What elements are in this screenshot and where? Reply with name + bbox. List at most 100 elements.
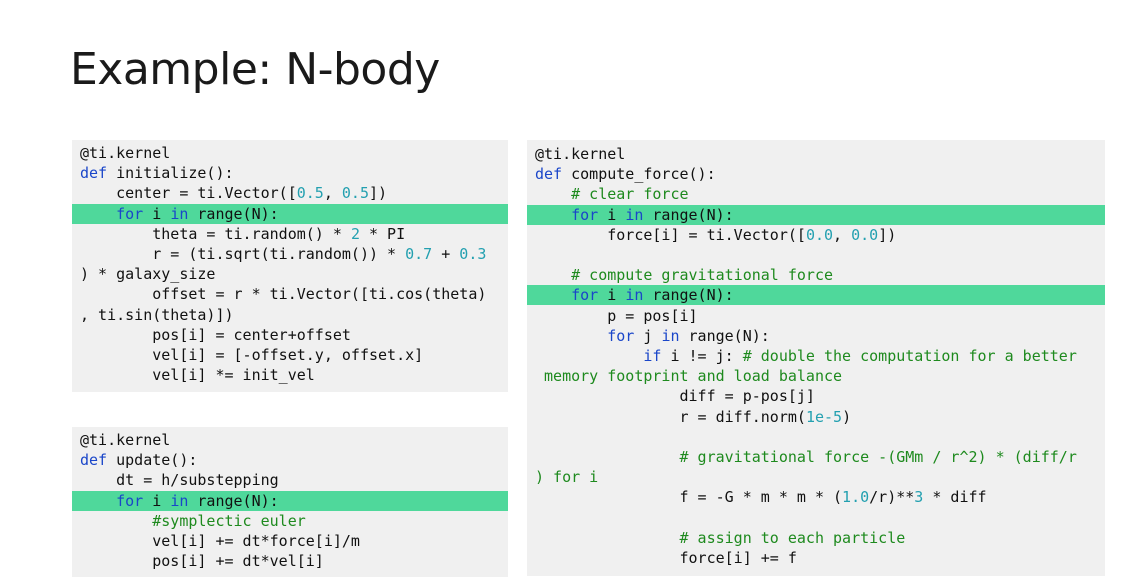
code-text: i: [598, 286, 626, 305]
code-keyword: for: [116, 491, 144, 510]
code-keyword: if: [643, 347, 662, 365]
code-comment: # compute gravitational force: [535, 266, 834, 285]
code-text: theta = ti.random() *: [80, 224, 351, 243]
code-number: 0.5: [341, 184, 369, 203]
code-line: memory footprint and load balance: [527, 366, 1105, 386]
code-text: initialize():: [107, 164, 234, 183]
highlighted-code-line: for i in range(N):: [72, 490, 508, 511]
highlighted-code-line: for i in range(N):: [527, 285, 1105, 306]
code-text: p = pos[i]: [535, 306, 698, 325]
code-text: compute_force():: [562, 165, 716, 184]
code-text: f = -G * m * m * (: [535, 488, 843, 507]
code-text: vel[i] *= init_vel: [80, 366, 315, 385]
code-line: # clear force: [527, 184, 1105, 204]
code-line: pos[i] = center+offset: [72, 325, 508, 345]
code-text: @ti.kernel: [535, 145, 626, 163]
code-keyword: for: [571, 205, 599, 224]
code-text: dt = h/substepping: [80, 471, 279, 490]
code-text: i: [598, 205, 626, 224]
code-comment: # clear force: [535, 185, 689, 204]
code-text: , ti.sin(theta)]): [80, 305, 234, 324]
code-text: vel[i] = [-offset.y, offset.x]: [80, 346, 424, 364]
code-comment: ) for i: [535, 468, 599, 487]
code-line: # gravitational force -(GMm / r^2) * (di…: [527, 447, 1105, 467]
code-number: 2: [350, 224, 360, 243]
code-keyword: in: [661, 326, 680, 345]
code-text: r = (ti.sqrt(ti.random()) *: [80, 245, 406, 263]
code-text: i: [143, 204, 171, 223]
code-comment: # assign to each particle: [535, 528, 906, 547]
code-line: dt = h/substepping: [72, 470, 508, 490]
code-line: p = pos[i]: [527, 306, 1105, 326]
code-text: [80, 492, 116, 510]
code-line: force[i] += f: [527, 548, 1105, 568]
code-comment: #symplectic euler: [80, 511, 306, 530]
code-text: [535, 206, 571, 224]
code-text: ,: [323, 184, 342, 203]
highlighted-code-line: for i in range(N):: [72, 203, 508, 224]
code-line: # compute gravitational force: [527, 265, 1105, 285]
code-text: r = diff.norm(: [535, 407, 806, 426]
code-text: range(N):: [643, 205, 734, 224]
code-line: offset = r * ti.Vector([ti.cos(theta): [72, 284, 508, 304]
code-line: , ti.sin(theta)]): [72, 305, 508, 325]
code-line: ) * galaxy_size: [72, 264, 508, 284]
code-keyword: for: [116, 204, 144, 223]
code-keyword: def: [535, 165, 563, 184]
code-comment: # gravitational force -(GMm / r^2) * (di…: [535, 448, 1077, 466]
code-text: diff = p-pos[j]: [535, 387, 815, 406]
code-line: [527, 245, 1105, 265]
code-line: vel[i] += dt*force[i]/m: [72, 531, 508, 551]
code-line: diff = p-pos[j]: [527, 386, 1105, 406]
code-line: [527, 508, 1105, 528]
code-comment: # double the computation for a better: [742, 347, 1077, 365]
code-number: 0.5: [296, 184, 324, 203]
code-line: if i != j: # double the computation for …: [527, 346, 1105, 366]
code-text: j: [634, 326, 662, 345]
code-text: range(N):: [643, 286, 734, 305]
code-line: center = ti.Vector([0.5, 0.5]): [72, 183, 508, 203]
code-line: [527, 427, 1105, 447]
code-text: force[i] += f: [535, 549, 797, 567]
code-text: range(N):: [679, 326, 770, 345]
code-comment: memory footprint and load balance: [535, 367, 843, 386]
code-number: 0.7: [405, 245, 433, 263]
code-line: #symplectic euler: [72, 511, 508, 531]
code-number: 0.3: [459, 245, 487, 263]
code-line: @ti.kernel: [72, 430, 508, 450]
code-text: * PI: [359, 224, 406, 243]
code-text: vel[i] += dt*force[i]/m: [80, 532, 360, 550]
code-line: ) for i: [527, 467, 1105, 487]
slide-title: Example: N-body: [70, 44, 440, 95]
code-text: pos[i] = center+offset: [80, 325, 351, 344]
code-text: i: [143, 491, 171, 510]
code-text: i != j:: [661, 347, 743, 365]
code-line: def initialize():: [72, 163, 508, 183]
code-line: # assign to each particle: [527, 528, 1105, 548]
code-number: 3: [914, 488, 924, 507]
code-text: * diff: [923, 488, 987, 507]
code-keyword: for: [607, 326, 635, 345]
compute-force-code-block: @ti.kernel def compute_force(): # clear f…: [527, 140, 1105, 576]
code-text: offset = r * ti.Vector([ti.cos(theta): [80, 285, 487, 304]
code-text: ): [842, 407, 852, 426]
code-line: def update():: [72, 450, 508, 470]
code-text: pos[i] += dt*vel[i]: [80, 552, 324, 571]
code-text: @ti.kernel: [80, 144, 171, 162]
code-text: [535, 327, 607, 345]
code-number: 0.0: [851, 225, 879, 244]
code-keyword: in: [170, 204, 189, 223]
code-line: @ti.kernel: [72, 143, 508, 163]
code-keyword: for: [571, 286, 599, 305]
code-line: r = diff.norm(1e-5): [527, 407, 1105, 427]
code-number: 1e-5: [805, 407, 843, 426]
code-text: force[i] = ti.Vector([: [535, 225, 806, 244]
code-text: [535, 347, 643, 365]
code-line: force[i] = ti.Vector([0.0, 0.0]): [527, 225, 1105, 245]
code-keyword: in: [625, 286, 644, 305]
code-line: theta = ti.random() * 2 * PI: [72, 224, 508, 244]
code-line: r = (ti.sqrt(ti.random()) * 0.7 + 0.3: [72, 244, 508, 264]
code-keyword: in: [625, 205, 644, 224]
code-text: ]): [878, 225, 897, 244]
